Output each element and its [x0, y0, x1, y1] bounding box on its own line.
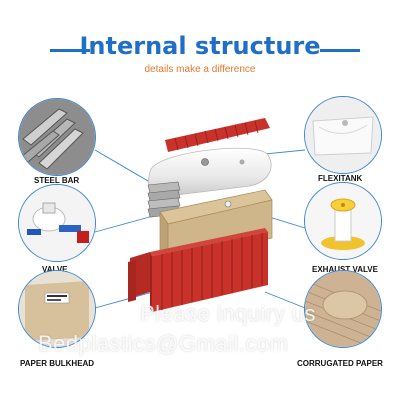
- label-flexitank: FLEXITANK: [318, 174, 363, 183]
- label-paper-bulkhead: PAPER BULKHEAD: [20, 359, 95, 368]
- steel-bar-photo: [18, 98, 96, 176]
- exhaust-valve-photo: [304, 182, 382, 260]
- label-steel-bar: STEEL BAR: [34, 176, 80, 185]
- roof-panel: [165, 118, 270, 152]
- corrugated-paper-photo: [304, 270, 382, 348]
- page-title: Internal structure: [79, 32, 321, 60]
- label-valve: VALVE: [42, 265, 67, 274]
- label-corrugated-paper: CORRUGATED PAPER: [297, 359, 383, 368]
- flexitank-photo: [304, 96, 382, 174]
- valve-photo: [18, 184, 96, 262]
- title-rule-right: [320, 49, 360, 52]
- flexitank-bag: [148, 147, 272, 197]
- shipping-container: [128, 228, 268, 312]
- page-subtitle: details make a difference: [144, 64, 256, 75]
- paper-bulkhead-photo: [18, 270, 96, 348]
- watermark-line-2: Bedplastics@Gmail.com: [38, 331, 289, 356]
- label-exhaust-valve: EXHAUST VALVE: [312, 265, 378, 274]
- watermark-line-1: Please inquiry us: [140, 301, 317, 326]
- title-rule-left: [50, 49, 90, 52]
